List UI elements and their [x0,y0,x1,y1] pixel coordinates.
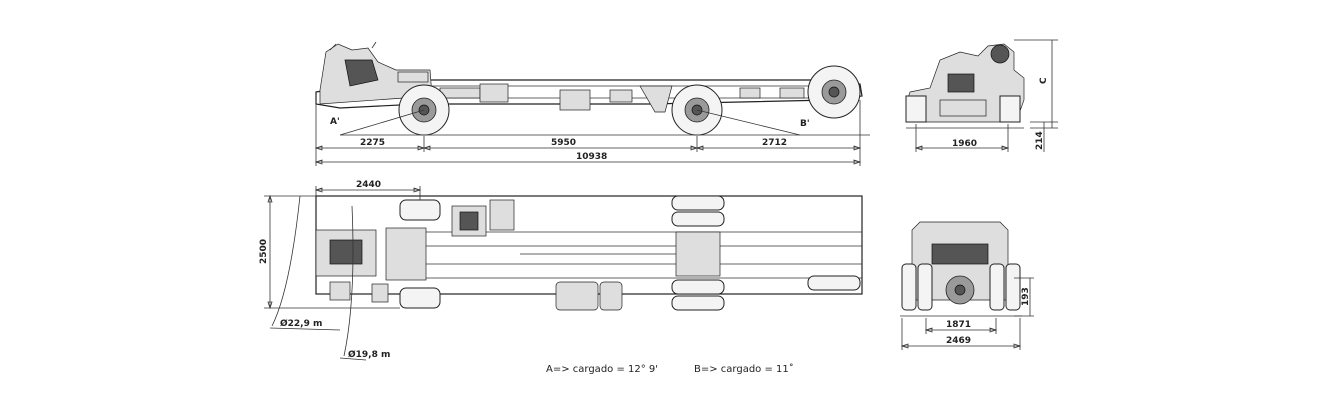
marker-a: A' [330,117,340,127]
dim-front-overhang: 2275 [360,138,385,148]
dim-overall-length: 10938 [576,152,607,162]
spare-wheel [807,65,861,119]
side-dimension-lines [314,100,862,166]
dim-height-c: C [1039,77,1049,84]
dim-overall-width: 2500 [259,239,269,264]
dim-track-width: 1960 [952,139,977,149]
marker-b: B' [800,119,810,129]
plan-view: 2440 Ø22,9 m Ø19,8 m 2500 [259,180,863,361]
dim-rear-track: 1871 [946,320,971,330]
side-view: A' B' 2275 5950 2712 10938 [314,41,870,166]
dim-axle-height: 193 [1021,287,1031,306]
note-angle-b: B=> cargado = 11˚ [694,363,794,375]
dim-ground-clearance: 214 [1035,131,1045,150]
front-engine-assembly [319,41,805,113]
dim-turn-radius-inner: Ø19,8 m [348,349,390,360]
dim-rear-overhang: 2712 [762,138,787,148]
dim-front-width: 2440 [356,180,381,190]
rear-view-top: 1960 C 214 [905,39,1058,152]
note-angle-a: A=> cargado = 12° 9' [546,364,658,375]
dim-rear-width: 2469 [946,336,971,346]
rear-view-bottom: 1871 2469 193 [900,221,1034,350]
dim-wheelbase: 5950 [551,138,576,148]
dim-turn-radius-outer: Ø22,9 m [280,318,322,329]
